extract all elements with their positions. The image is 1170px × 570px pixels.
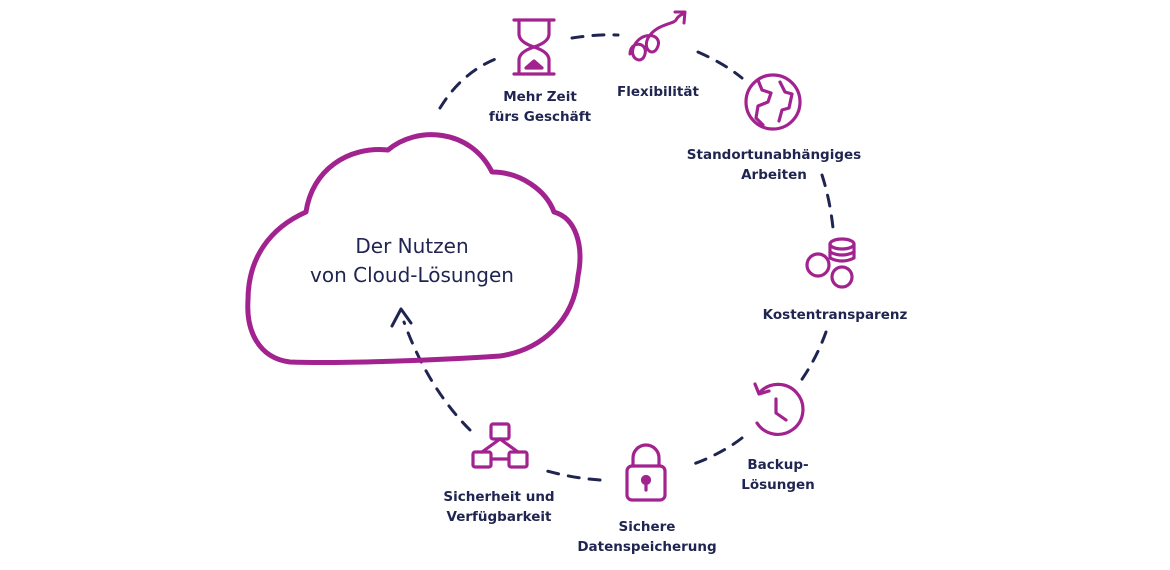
hourglass-icon <box>512 18 556 76</box>
label-cost-transparency: Kostentransparenz <box>763 305 908 325</box>
label-security-availability: Sicherheit und Verfügbarkeit <box>443 487 554 527</box>
growth-arrow-icon <box>628 10 687 62</box>
cycle-path-segment <box>820 173 835 230</box>
cloud-shape <box>245 132 583 366</box>
label-backup-solutions: Backup- Lösungen <box>741 455 815 495</box>
label-line: Sicherheit und <box>443 489 555 505</box>
cycle-path-segment <box>686 436 744 468</box>
cycle-path-segment <box>538 467 602 482</box>
cycle-path-segment <box>570 33 620 40</box>
label-flexibility: Flexibilität <box>617 82 699 102</box>
cloud-title-line2: von Cloud-Lösungen <box>310 263 514 287</box>
clock-restore-icon <box>753 382 805 436</box>
label-location-independent-work: Standortunabhängiges Arbeiten <box>687 145 861 185</box>
cycle-path-segment <box>696 50 744 80</box>
network-icon <box>471 422 529 469</box>
padlock-icon <box>625 443 667 502</box>
arrowhead <box>390 307 413 328</box>
cycle-path-segment <box>796 330 828 387</box>
label-line: Kostentransparenz <box>762 307 908 323</box>
label-line: Mehr Zeit <box>503 89 577 105</box>
label-line: Backup- <box>747 457 809 473</box>
cycle-path-segment <box>438 56 500 110</box>
coins-icon <box>805 237 856 289</box>
label-line: Datenspeicherung <box>577 539 717 555</box>
globe-icon <box>744 73 802 131</box>
label-time-for-business: Mehr Zeit fürs Geschäft <box>489 87 591 127</box>
label-line: Verfügbarkeit <box>446 509 552 525</box>
label-line: Sichere <box>618 519 676 535</box>
cloud-title-line1: Der Nutzen <box>355 234 469 258</box>
label-line: fürs Geschäft <box>488 109 592 125</box>
label-line: Arbeiten <box>741 167 807 183</box>
label-line: Standortunabhängiges <box>686 147 862 163</box>
cycle-path-segment <box>402 320 472 432</box>
label-line: Lösungen <box>741 477 815 493</box>
label-line: Flexibilität <box>617 84 699 100</box>
label-secure-data-storage: Sichere Datenspeicherung <box>577 517 716 557</box>
cloud-title: Der Nutzen von Cloud-Lösungen <box>310 232 514 290</box>
